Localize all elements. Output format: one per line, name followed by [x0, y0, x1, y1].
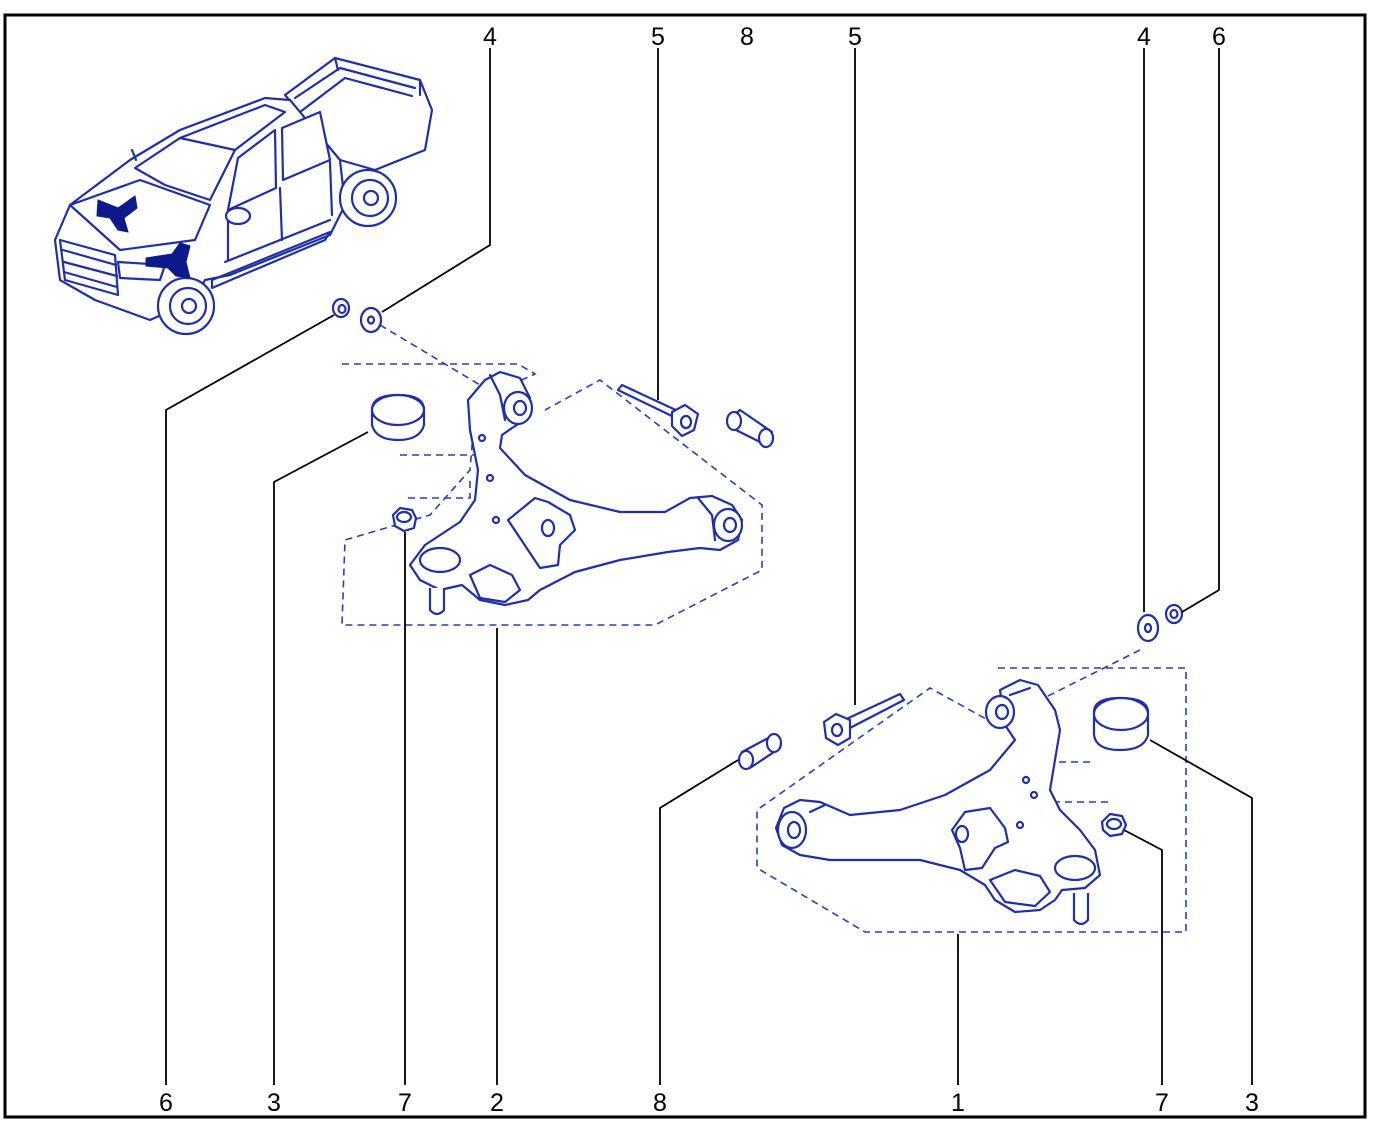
callout-top-4-right: 4 [1137, 23, 1151, 51]
callout-bottom-7-right: 7 [1155, 1089, 1169, 1117]
callout-bottom-1: 1 [951, 1089, 965, 1117]
callout-top-5-right: 5 [848, 23, 862, 51]
right-arm-assembly [737, 603, 1187, 933]
bushing-part-8-right [737, 732, 783, 771]
callout-bottom-3-right: 3 [1245, 1089, 1259, 1117]
highlighted-arm-upper [96, 195, 138, 233]
bushing-part-8-left [725, 408, 775, 449]
callout-bottom-2: 2 [490, 1089, 504, 1117]
leader-lines [165, 48, 1253, 1085]
flange-nut-part-7-right [1100, 812, 1128, 838]
bolt-part-5-right [822, 692, 906, 747]
callout-top-4-left: 4 [483, 23, 497, 51]
callout-top-6: 6 [1212, 23, 1226, 51]
cap-part-3-left [370, 393, 426, 442]
callout-bottom-7-left: 7 [398, 1089, 412, 1117]
callout-bottom-6: 6 [159, 1089, 173, 1117]
pickup-truck-illustration [53, 56, 434, 336]
left-arm-assembly [331, 297, 775, 626]
washer-part-4-right [1136, 613, 1160, 643]
callout-bottom-3-left: 3 [267, 1089, 281, 1117]
bolt-part-5-left [616, 383, 700, 438]
cap-part-3-right [1092, 696, 1150, 752]
washer-part-4-left [359, 306, 383, 334]
diagram-frame [3, 13, 1367, 1119]
highlighted-arm-lower [145, 242, 191, 279]
flange-nut-part-7-left [391, 506, 418, 533]
control-arm-part-2 [408, 370, 744, 616]
callout-top-8: 8 [740, 23, 754, 51]
callout-bottom-8: 8 [653, 1089, 667, 1117]
nut-part-6-right [1164, 603, 1184, 625]
nut-part-6-left [331, 297, 351, 319]
control-arm-part-1 [774, 678, 1102, 926]
callout-top-5-left: 5 [651, 23, 665, 51]
